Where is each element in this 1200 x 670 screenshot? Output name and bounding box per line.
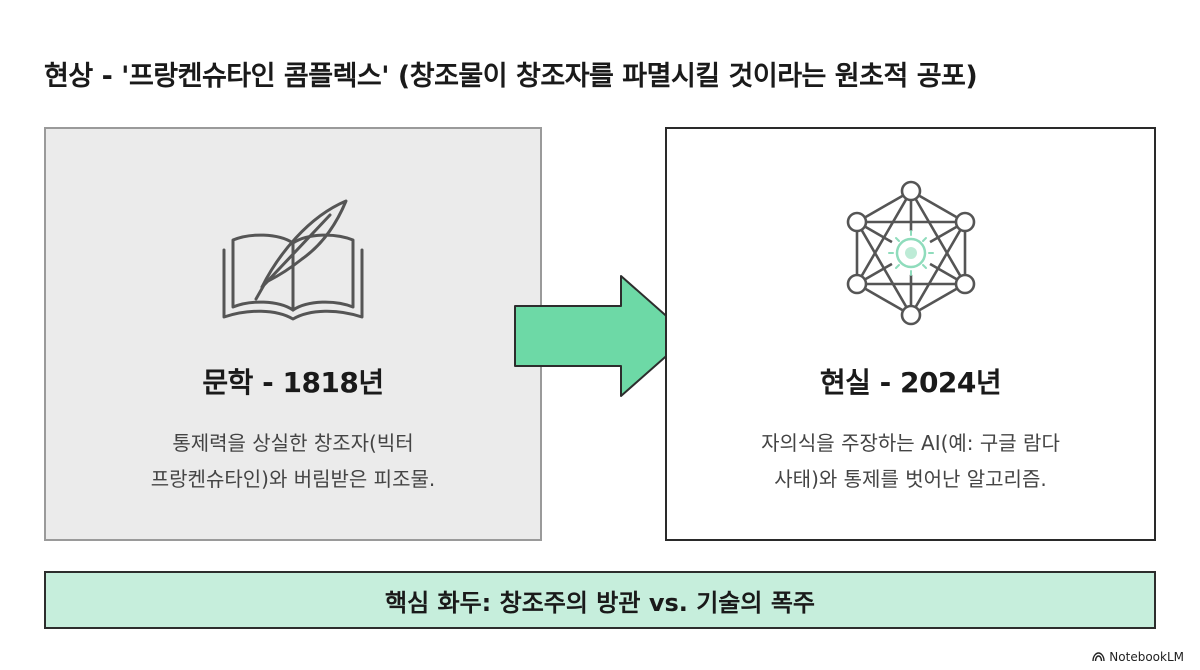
notebooklm-logo-icon (1092, 652, 1105, 662)
reality-panel: 현실 - 2024년 자의식을 주장하는 AI(예: 구글 람다 사태)와 통제… (665, 127, 1156, 541)
literature-heading: 문학 - 1818년 (202, 366, 384, 399)
reality-description: 자의식을 주장하는 AI(예: 구글 람다 사태)와 통제를 벗어난 알고리즘. (761, 431, 1060, 491)
page-title: 현상 - '프랑켄슈타인 콤플렉스' (창조물이 창조자를 파멸시킬 것이라는 … (44, 61, 978, 92)
right-arrow-icon (514, 275, 690, 397)
literature-description: 통제력을 상실한 창조자(빅터 프랑켄슈타인)와 버림받은 피조물. (150, 431, 436, 491)
key-topic-banner: 핵심 화두: 창조주의 방관 vs. 기술의 폭주 (44, 571, 1156, 629)
reality-heading: 현실 - 2024년 (819, 366, 1002, 399)
neural-network-icon (846, 180, 975, 326)
brand-label: NotebookLM (1109, 650, 1184, 664)
book-quill-icon (222, 199, 364, 321)
brand-watermark: NotebookLM (1092, 650, 1184, 664)
literature-panel: 문학 - 1818년 통제력을 상실한 창조자(빅터 프랑켄슈타인)와 버림받은… (44, 127, 542, 541)
